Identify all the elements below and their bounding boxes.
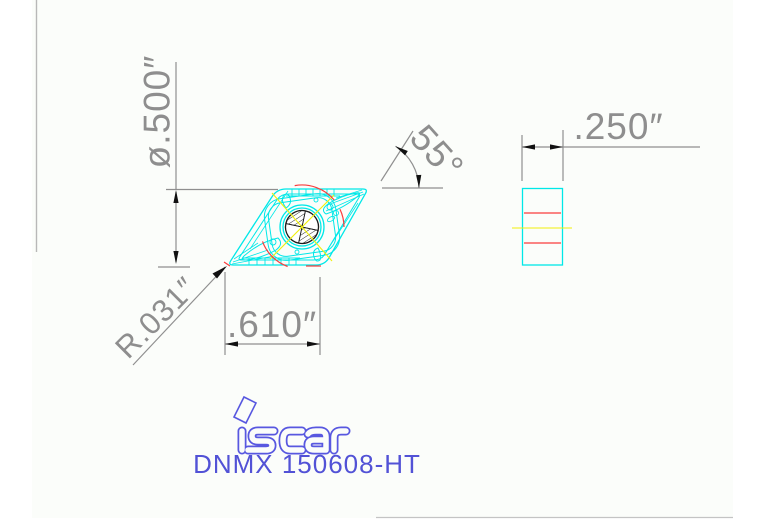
chipformer-red-arcs [223,184,345,268]
dim-thickness-label: .250″ [573,106,664,147]
insert-top-view [229,188,367,266]
top-view-centerlines [269,192,335,262]
dim-cutting-edge-label: .610″ [226,304,318,345]
dim-ic-diameter-label: ø.500″ [136,54,178,169]
insert-outer-outline [229,188,367,266]
corner-fan-lines [231,189,365,265]
chipformer-bumps [269,197,339,255]
chipformer-island-inner [267,197,337,257]
insert-side-view [512,187,572,266]
hole-ring-outer [279,204,325,250]
logo-diamond [232,395,258,425]
dimension-lines [132,62,700,366]
hole-ring-inner [282,207,322,247]
iscar-logo [232,395,351,455]
chipformer-wings [241,192,361,262]
sheet-frame [32,0,733,519]
part-designation: DNMX 150608-HT [193,449,421,479]
dimension-arrowheads [173,144,563,347]
